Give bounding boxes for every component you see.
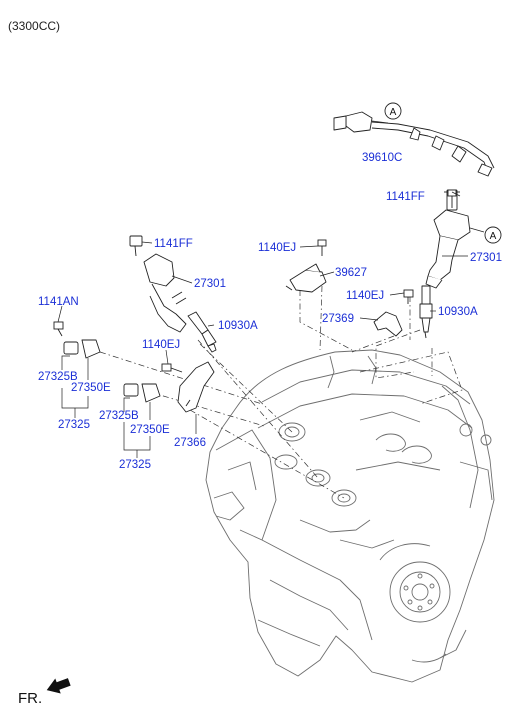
bracket-27369 xyxy=(373,311,403,337)
bolt-1141ff-right xyxy=(447,189,457,208)
label-1141an: 1141AN xyxy=(38,296,79,308)
assembly-dashed-lines xyxy=(99,285,463,499)
bolt-1140ej-right xyxy=(403,289,414,304)
label-1140ej-center: 1140EJ xyxy=(258,242,296,254)
spark-plug-right xyxy=(419,285,433,339)
label-10930a-right: 10930A xyxy=(438,306,478,318)
bolt-1141an xyxy=(53,321,64,337)
ignition-coil-right xyxy=(425,189,471,289)
svg-text:A: A xyxy=(490,231,497,242)
callout-a-coil: A xyxy=(484,226,502,244)
callout-a-harness: A xyxy=(384,102,402,120)
label-27369: 27369 xyxy=(322,313,354,325)
label-27301-right: 27301 xyxy=(470,252,502,264)
label-1141ff-right: 1141FF xyxy=(386,191,425,203)
leader-lines xyxy=(57,120,485,458)
ignition-harness xyxy=(333,111,495,177)
label-27325-b: 27325 xyxy=(119,459,151,471)
bolt-1140ej-center xyxy=(317,239,327,256)
label-39610c: 39610C xyxy=(362,152,402,164)
label-27325b-a: 27325B xyxy=(38,371,78,383)
label-27301-left: 27301 xyxy=(194,278,226,290)
label-10930a-left: 10930A xyxy=(218,320,258,332)
engine-spec-title: (3300CC) xyxy=(8,19,61,33)
svg-text:A: A xyxy=(390,107,397,118)
label-1140ej-right: 1140EJ xyxy=(346,290,384,302)
bracket-27366 xyxy=(177,361,215,413)
label-1141ff-left: 1141FF xyxy=(154,238,193,250)
bolts xyxy=(53,189,457,373)
label-27366: 27366 xyxy=(174,437,206,449)
engine-block xyxy=(205,349,495,683)
ignition-coil-left xyxy=(129,235,187,333)
label-1140ej-left: 1140EJ xyxy=(142,339,180,351)
part-labels: 39610C 1141FF 27301 1140EJ 39627 1140EJ … xyxy=(38,152,502,471)
sensor-bracket-39627 xyxy=(285,263,327,293)
label-27350e-a: 27350E xyxy=(71,382,111,394)
label-27350e-b: 27350E xyxy=(130,424,170,436)
label-27325-a: 27325 xyxy=(58,419,90,431)
front-direction-arrow-icon xyxy=(46,678,71,694)
bolt-1140ej-left xyxy=(161,363,183,373)
spark-plug-left xyxy=(187,311,217,353)
condenser-b xyxy=(123,383,161,403)
condenser-a xyxy=(63,339,101,359)
label-27325b-b: 27325B xyxy=(99,410,139,422)
label-39627: 39627 xyxy=(335,267,367,279)
front-direction-label: FR. xyxy=(18,690,43,707)
